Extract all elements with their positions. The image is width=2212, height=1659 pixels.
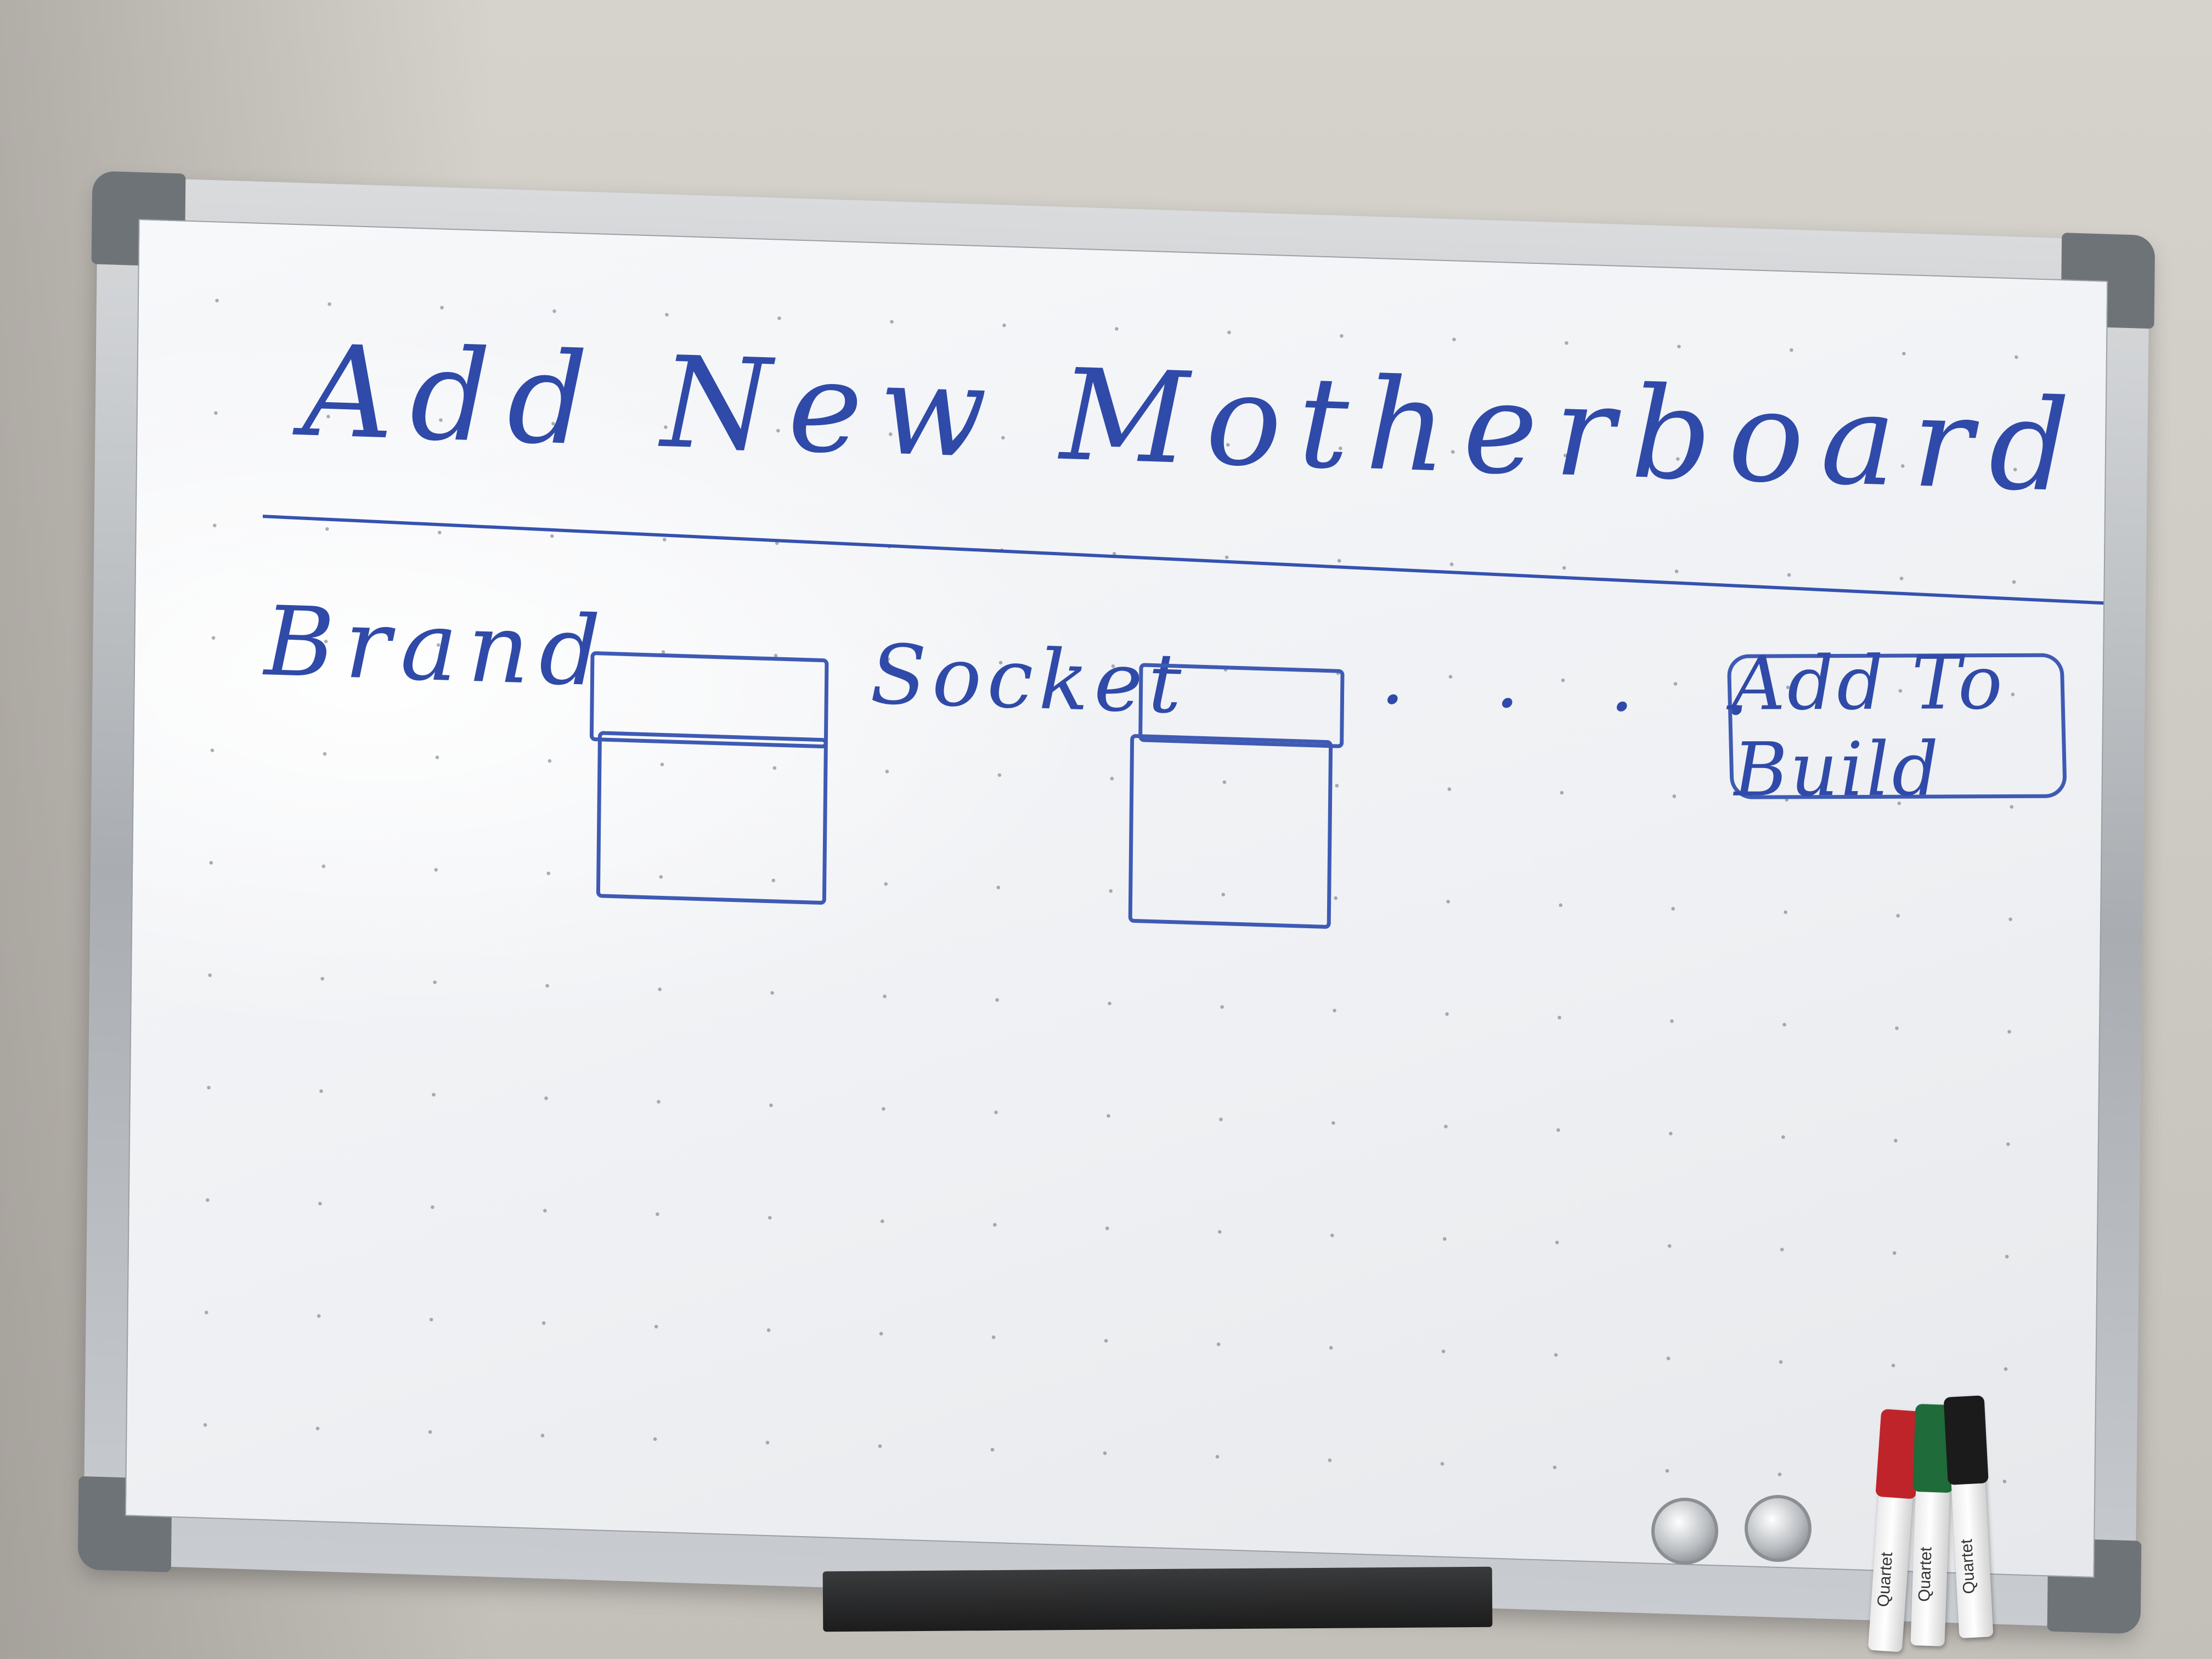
marker-brand-label: Quartet <box>1874 1551 1897 1608</box>
add-to-build-button-sketch: Add To Build <box>1726 640 2067 813</box>
more-fields-ellipsis: . . . . <box>1380 632 1782 735</box>
marker-brand-label: Quartet <box>1957 1538 1979 1595</box>
marker-cap <box>1943 1395 1989 1486</box>
marker-brand-label: Quartet <box>1915 1547 1936 1602</box>
brand-label: Brand <box>263 586 611 708</box>
add-to-build-label: Add To Build <box>1730 639 2006 813</box>
socket-options-list-sketch <box>1128 733 1333 929</box>
whiteboard-surface: Add New Motherboard Brand Socket . . . .… <box>125 218 2108 1578</box>
marker-tray <box>822 1566 1493 1632</box>
magnet <box>1745 1495 1812 1562</box>
magnet <box>1651 1498 1718 1565</box>
brand-options-list-sketch <box>596 731 828 905</box>
whiteboard: Add New Motherboard Brand Socket . . . .… <box>77 171 2155 1634</box>
